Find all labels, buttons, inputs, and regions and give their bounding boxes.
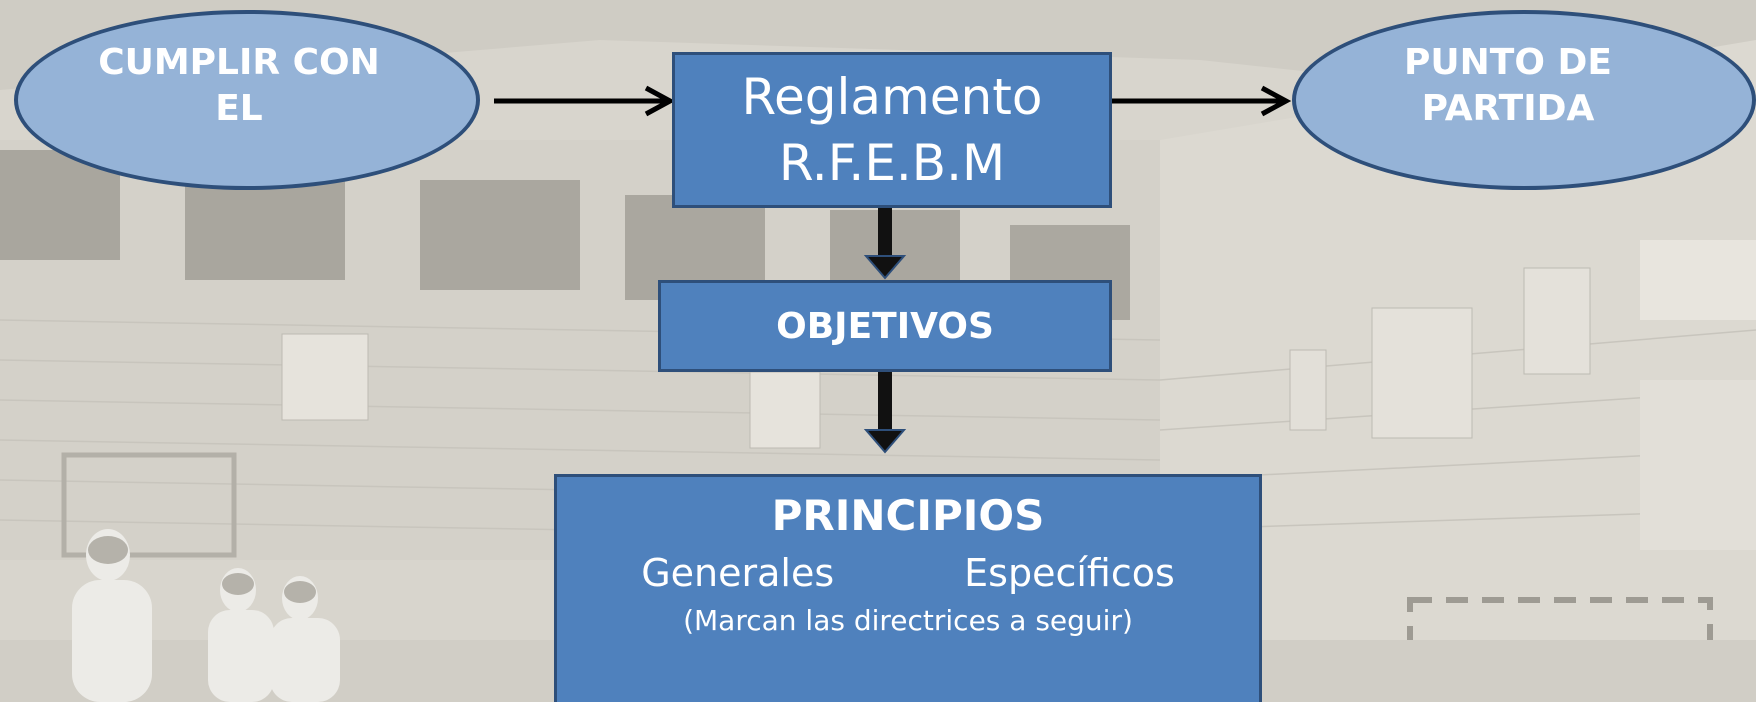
principios-items: Generales Específicos [641,547,1175,599]
objetivos-box: OBJETIVOS [658,280,1112,372]
cumplir-con-el-label: CUMPLIR CON EL [98,42,380,129]
punto-de-partida-ellipse: PUNTO DE PARTIDA [1292,10,1756,190]
principios-title: PRINCIPIOS [771,491,1045,540]
principios-generales: Generales [641,551,835,595]
reglamento-line2: R.F.E.B.M [778,134,1006,192]
principios-especificos: Específicos [964,551,1175,595]
principios-box: PRINCIPIOS Generales Específicos (Marcan… [554,474,1262,702]
reglamento-line1: Reglamento [741,68,1043,126]
reglamento-box: Reglamento R.F.E.B.M [672,52,1112,208]
principios-note: (Marcan las directrices a seguir) [683,604,1133,637]
punto-de-partida-label: PUNTO DE PARTIDA [1404,42,1612,129]
cumplir-con-el-ellipse: CUMPLIR CON EL [14,10,480,190]
objetivos-label: OBJETIVOS [776,305,994,347]
